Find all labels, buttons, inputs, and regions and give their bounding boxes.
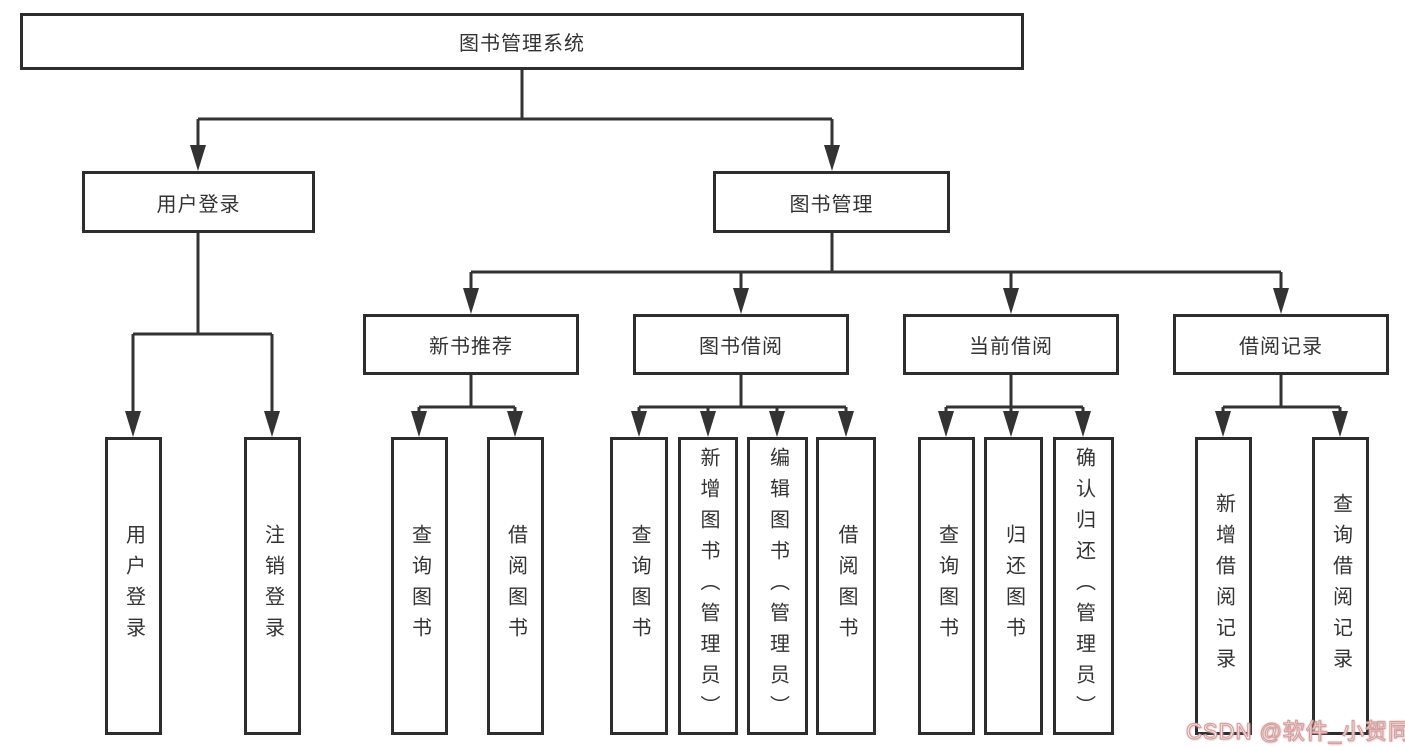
leaf-user-login: 用户登录 [105, 437, 162, 735]
node-current-borrowing: 当前借阅 [903, 314, 1119, 375]
csdn-watermark: CSDN @软件_小贺同学 [1185, 718, 1405, 744]
node-book-management: 图书管理 [713, 171, 950, 233]
leaf-logout-login: 注销登录 [244, 437, 301, 735]
leaf-br-add-record: 新增借阅记录 [1195, 437, 1252, 735]
leaf-bb-add-books-admin: 新增图书（管理员） [678, 437, 738, 735]
leaf-br-query-record: 查询借阅记录 [1312, 437, 1369, 735]
leaf-bb-edit-books-admin: 编辑图书（管理员） [747, 437, 808, 735]
arrowheads [125, 145, 1348, 437]
node-library-system: 图书管理系统 [20, 13, 1024, 70]
leaf-nb-borrow-books: 借阅图书 [487, 437, 544, 735]
leaf-cb-confirm-return-admin: 确认归还（管理员） [1053, 437, 1114, 735]
leaf-nb-query-books: 查询图书 [391, 437, 448, 735]
leaf-bb-query-books: 查询图书 [610, 437, 668, 735]
leaf-cb-return-books: 归还图书 [984, 437, 1043, 735]
node-book-borrowing: 图书借阅 [633, 314, 849, 375]
node-user-login: 用户登录 [82, 171, 315, 233]
node-new-book-recommend: 新书推荐 [363, 314, 579, 375]
node-borrow-records: 借阅记录 [1173, 314, 1389, 375]
leaf-bb-borrow-books: 借阅图书 [816, 437, 876, 735]
leaf-cb-query-books: 查询图书 [918, 437, 975, 735]
